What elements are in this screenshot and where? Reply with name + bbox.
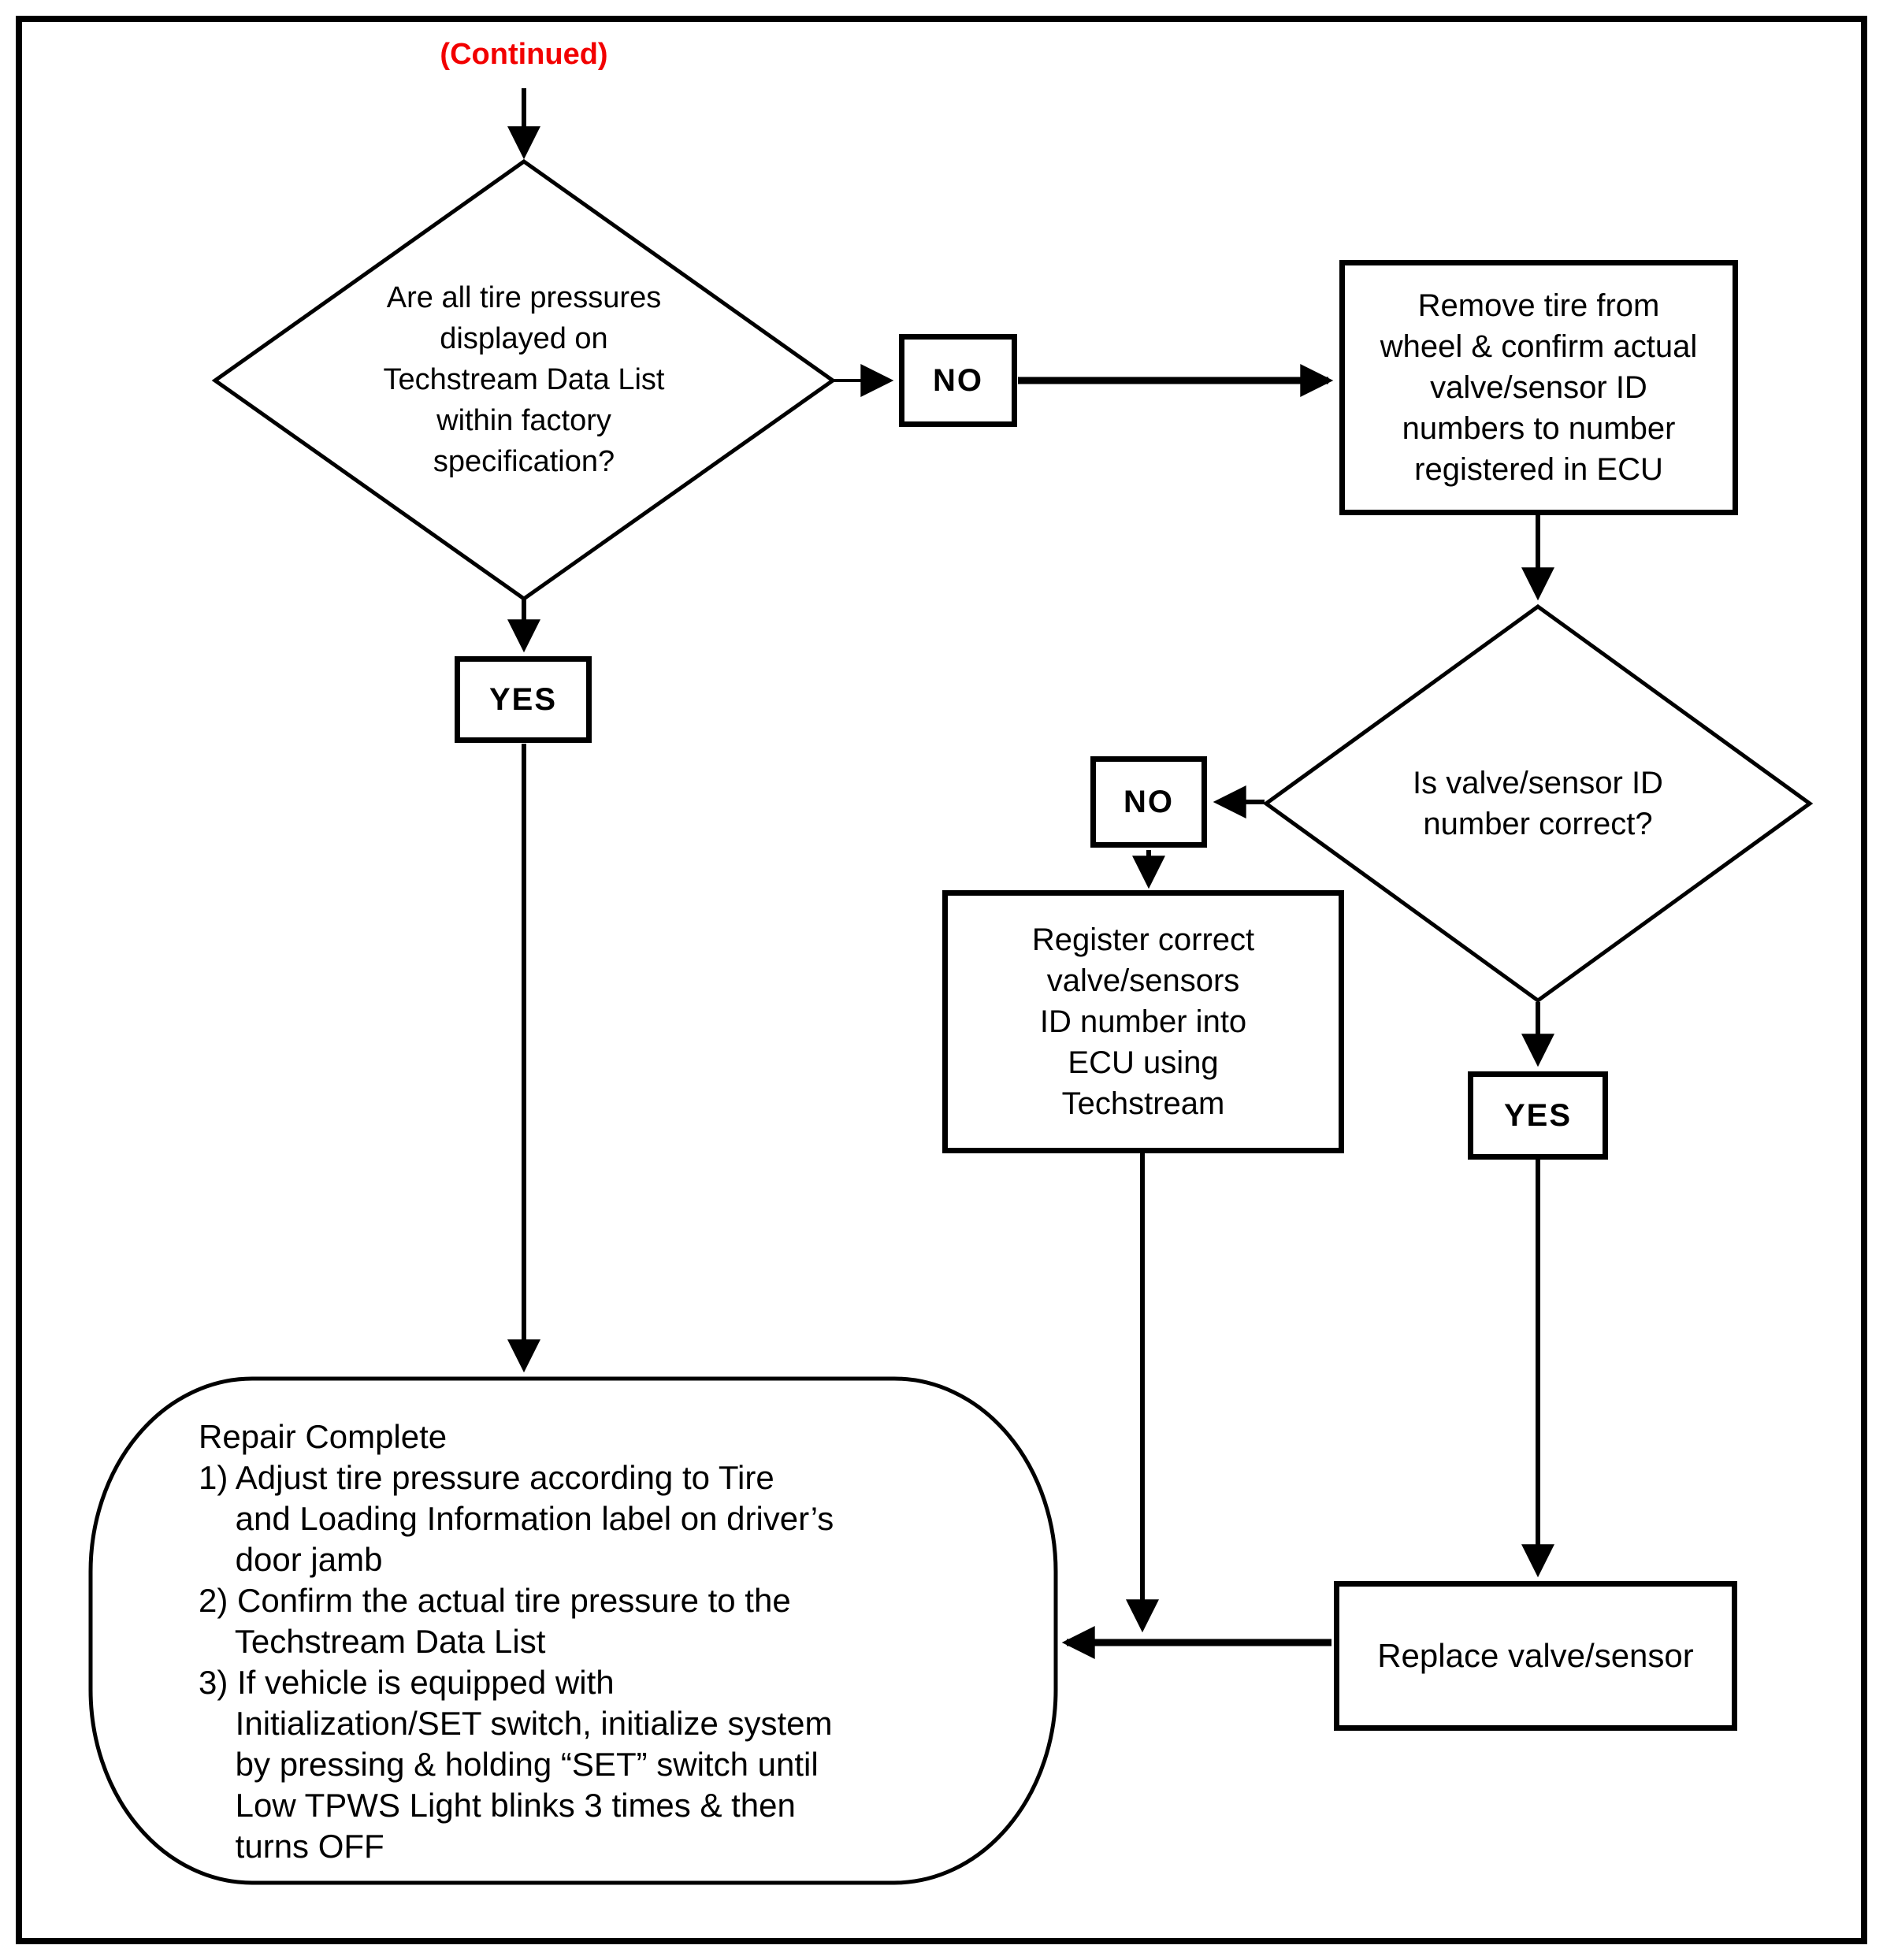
decision1-diamond-shape (211, 158, 837, 602)
terminal-rounded-shape (88, 1376, 1058, 1885)
connector-no-2: NO (1090, 756, 1207, 848)
connector-yes-2: YES (1468, 1071, 1608, 1160)
process-register-id-box: Register correct valve/sensors ID number… (942, 890, 1344, 1153)
terminal-repair-complete-text: Repair Complete 1) Adjust tire pressure … (199, 1418, 834, 1865)
process-remove-tire-box: Remove tire from wheel & confirm actual … (1339, 260, 1738, 515)
continued-label: (Continued) (440, 38, 608, 71)
decision1-text: Are all tire pressures displayed on Tech… (383, 281, 665, 478)
connector-yes-1: YES (455, 656, 592, 743)
process-replace-valve-box: Replace valve/sensor (1334, 1581, 1737, 1731)
connector-no-1: NO (899, 334, 1017, 427)
decision2-text: Is valve/sensor ID number correct? (1413, 766, 1663, 841)
decision2-diamond-shape (1262, 603, 1814, 1004)
